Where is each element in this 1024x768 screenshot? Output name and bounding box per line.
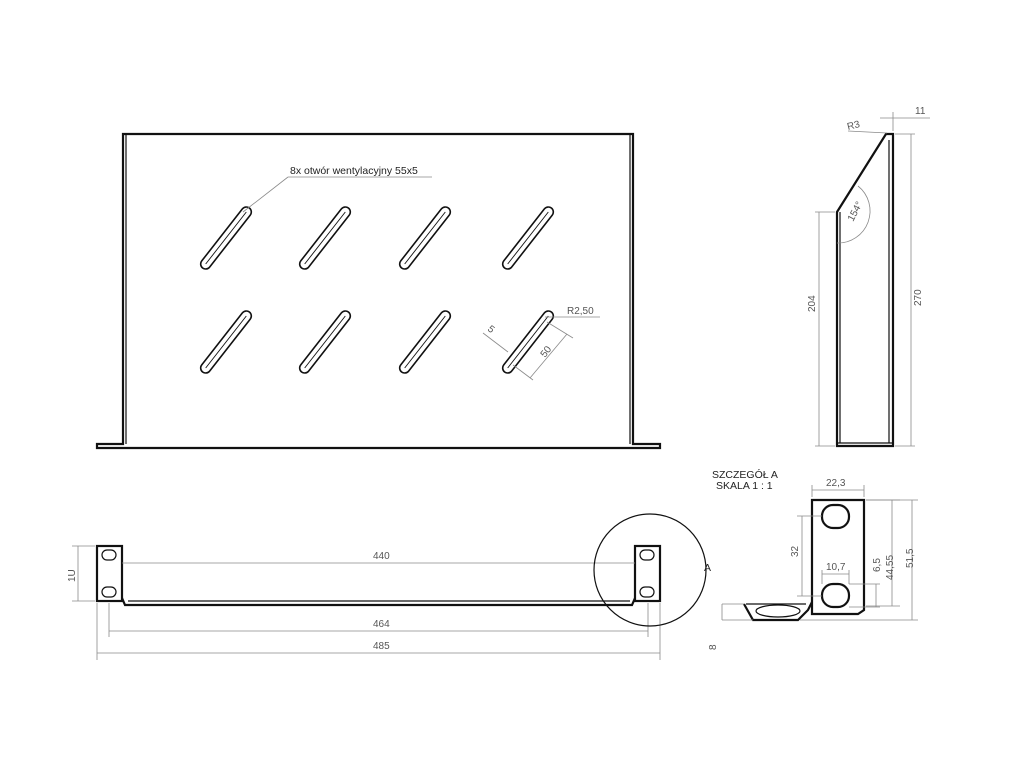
- detail-circle: [593, 513, 707, 627]
- rail-width-label: 464: [373, 619, 390, 630]
- detail-slotw-label: 10,7: [826, 562, 846, 573]
- top-view: 8x otwór wentylacyjny 55x5 R2,50 50 5: [95, 132, 662, 450]
- vent-slot: [298, 206, 352, 270]
- front-view: 1U 440 464 485 A: [67, 513, 711, 660]
- slot-length-ext1: [512, 364, 534, 381]
- detail-base-label: 8: [708, 644, 719, 650]
- detail-base-lip: [755, 604, 801, 618]
- height-label: 1U: [67, 569, 78, 582]
- shelf-plate-outline: [95, 132, 662, 450]
- vent-note-leader: [242, 176, 289, 213]
- detail-overall-height-label: 51,5: [905, 548, 916, 568]
- left-ear-slot-bottom: [101, 586, 117, 598]
- slot-length-label: 50: [539, 344, 555, 360]
- inner-depth-label: 204: [807, 295, 818, 312]
- detail-marker-label: A: [704, 562, 711, 574]
- right-ear-slot-bottom: [639, 586, 655, 598]
- slot-width-label: 5: [485, 324, 497, 336]
- vent-note-label: 8x otwór wentylacyjny 55x5: [290, 165, 418, 177]
- shelf-rail: [120, 597, 637, 607]
- detail-scale: SKALA 1 : 1: [716, 480, 773, 492]
- detail-inner-height-label: 44,55: [885, 555, 896, 580]
- detail-pitch-label: 32: [790, 545, 801, 557]
- vent-slot: [501, 206, 555, 270]
- detail-width-label: 22,3: [826, 478, 846, 489]
- vent-slot: [298, 310, 352, 374]
- side-profile-outline: [835, 132, 895, 448]
- vent-slot: [199, 310, 253, 374]
- detail-sloth-label: 6,5: [872, 558, 883, 572]
- left-mount-ear: [95, 544, 124, 603]
- r3-label: R3: [846, 119, 861, 133]
- right-ear-slot-top: [639, 549, 655, 561]
- detail-base: [743, 601, 813, 622]
- slot-length-line: [529, 333, 568, 379]
- inner-width-label: 440: [373, 551, 390, 562]
- detail-ear-outline: [810, 498, 866, 616]
- right-mount-ear: [633, 544, 662, 603]
- detail-slot-bottom: [820, 582, 851, 609]
- angle-label: 154°: [846, 200, 865, 223]
- vent-slot: [398, 206, 452, 270]
- detail-view: SZCZEGÓŁ A SKALA 1 : 1 22,3 32 10,7 6,5: [708, 468, 918, 650]
- slot-length-ext2: [546, 321, 574, 339]
- top-dim-label: 11: [915, 106, 926, 117]
- side-view: R3 11 154° 204 270: [807, 106, 930, 448]
- left-ear-slot-top: [101, 549, 117, 561]
- vent-slot: [501, 310, 555, 374]
- detail-slot-top: [820, 503, 851, 530]
- radius-label: R2,50: [567, 306, 594, 317]
- vent-slot: [398, 310, 452, 374]
- overall-depth-label: 270: [913, 289, 924, 306]
- angle-arc: [836, 185, 871, 244]
- overall-width-label: 485: [373, 641, 390, 652]
- r3-leader: [847, 130, 888, 134]
- detail-title: SZCZEGÓŁ A: [712, 468, 778, 481]
- ventilation-slots: [199, 206, 555, 374]
- vent-slot: [199, 206, 253, 270]
- slot-width-line: [482, 332, 509, 353]
